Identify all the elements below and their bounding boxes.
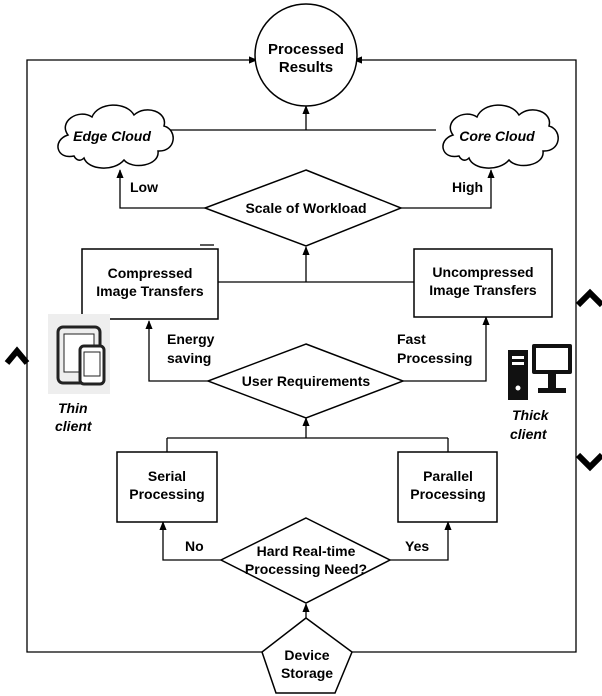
thin-client-line-1: Thin	[58, 400, 88, 416]
edge-cloud-label: Edge Cloud	[73, 128, 151, 144]
fast-processing-arrow	[403, 316, 490, 382]
uncompressed-transfers-node: Uncompressed Image Transfers	[413, 248, 553, 318]
serial-processing-line-1: Serial	[148, 468, 186, 484]
chevron-up-icon	[4, 346, 30, 365]
connectors	[26, 56, 577, 653]
yes-label: Yes	[405, 538, 429, 554]
hard-realtime-line-2: Processing Need?	[245, 561, 367, 577]
yes-branch-arrow	[390, 521, 452, 561]
core-cloud-shape	[442, 104, 559, 169]
user-requirements-node: User Requirements	[205, 343, 406, 419]
chevron-down-icon	[575, 452, 602, 472]
hard-realtime-line-1: Hard Real-time	[257, 543, 356, 559]
high-branch-arrow	[401, 169, 495, 209]
scale-of-workload-label: Scale of Workload	[245, 200, 366, 216]
processed-results-node: Processed Results	[254, 3, 358, 107]
scale-of-workload-node: Scale of Workload	[202, 169, 404, 247]
desktop-computer-icon	[508, 344, 572, 400]
hard-realtime-node: Hard Real-time Processing Need?	[219, 517, 392, 604]
processed-results-line-1: Processed	[268, 41, 344, 58]
device-storage-line-1: Device	[284, 647, 329, 663]
tablet-phone-icon	[48, 314, 110, 394]
low-label: Low	[130, 179, 158, 195]
serial-processing-line-2: Processing	[129, 486, 204, 502]
energy-saving-line-2: saving	[167, 350, 211, 366]
edge-cloud-node: Edge Cloud	[57, 104, 174, 169]
no-label: No	[185, 538, 204, 554]
parallel-processing-line-1: Parallel	[423, 468, 473, 484]
core-cloud-node: Core Cloud	[442, 104, 559, 169]
energy-saving-arrow	[145, 320, 208, 382]
processed-results-line-2: Results	[279, 59, 333, 76]
fast-processing-line-1: Fast	[397, 331, 426, 347]
thick-client-line-2: client	[510, 426, 548, 442]
no-branch-arrow	[159, 521, 221, 561]
chevron-up-icon	[575, 288, 602, 308]
energy-saving-line-1: Energy	[167, 331, 215, 347]
device-storage-node: Device Storage	[261, 617, 353, 694]
core-cloud-label: Core Cloud	[459, 128, 535, 144]
compressed-transfers-line-1: Compressed	[108, 265, 193, 281]
device-storage-line-2: Storage	[281, 665, 333, 681]
compressed-transfers-node: Compressed Image Transfers	[81, 248, 219, 320]
thick-client-line-1: Thick	[512, 407, 550, 423]
outer-right-connector	[352, 56, 577, 653]
user-requirements-label: User Requirements	[242, 373, 371, 389]
uncompressed-transfers-line-2: Image Transfers	[429, 282, 537, 298]
uncompressed-transfers-line-1: Uncompressed	[432, 264, 533, 280]
thin-client-line-2: client	[55, 418, 93, 434]
edge-cloud-shape	[57, 104, 174, 169]
fast-processing-line-2: Processing	[397, 350, 472, 366]
parallel-processing-node: Parallel Processing	[397, 451, 498, 523]
low-branch-arrow	[116, 169, 205, 209]
compressed-transfers-line-2: Image Transfers	[96, 283, 204, 299]
outer-left-connector	[26, 56, 263, 653]
high-label: High	[452, 179, 483, 195]
parallel-processing-line-2: Processing	[410, 486, 485, 502]
serial-processing-node: Serial Processing	[116, 451, 218, 523]
